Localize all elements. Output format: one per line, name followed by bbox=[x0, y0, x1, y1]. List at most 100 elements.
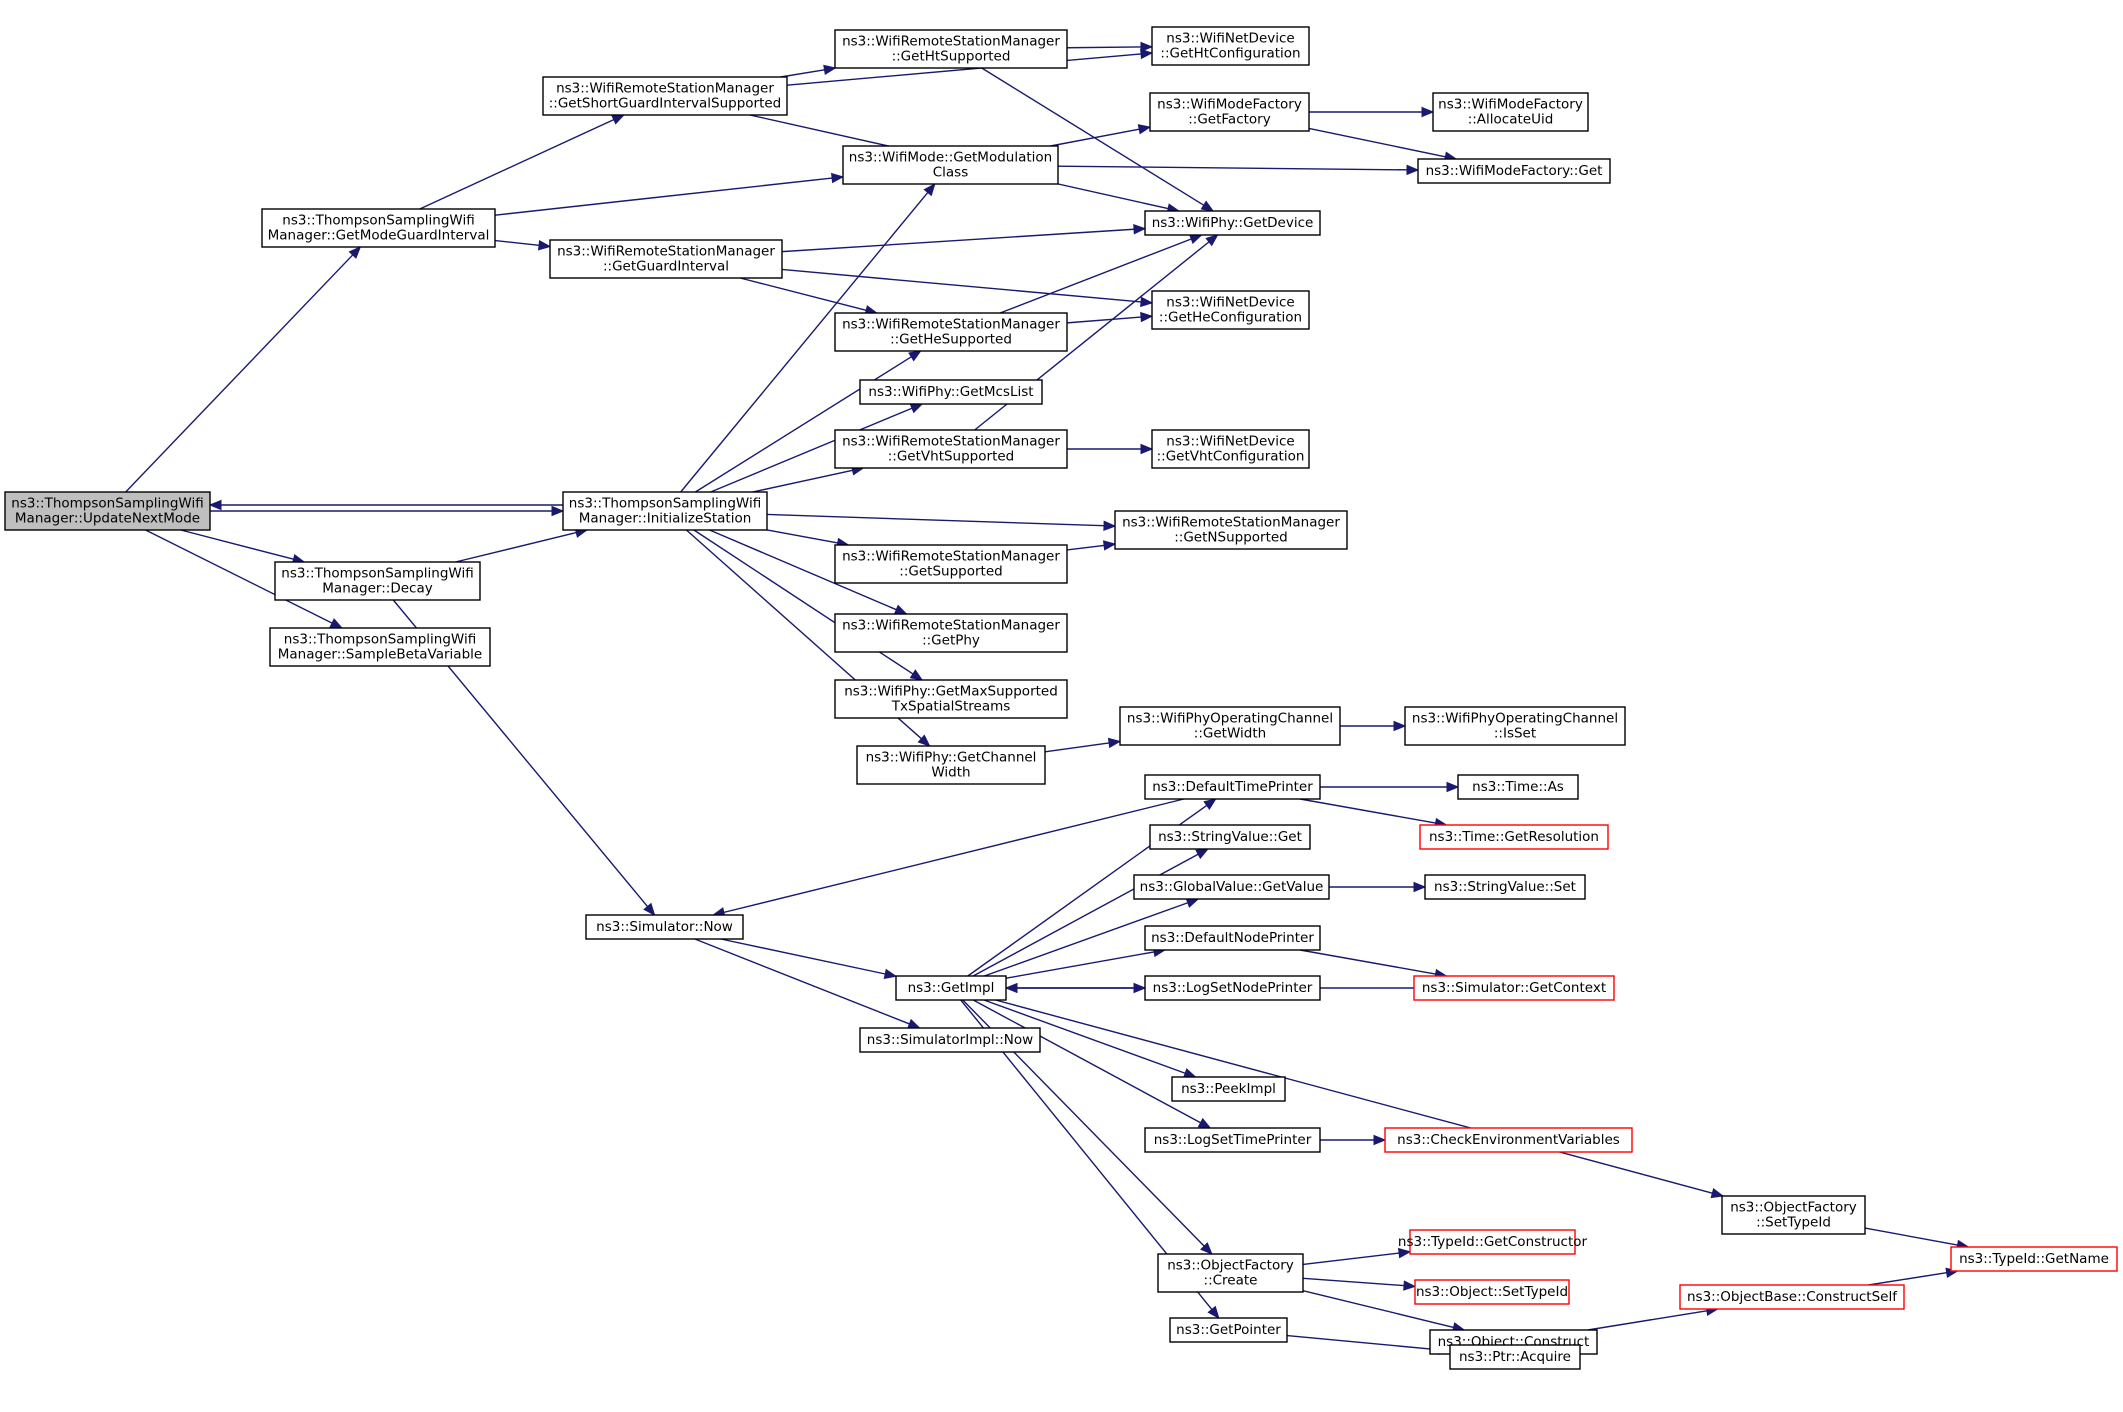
function-node[interactable]: ns3::WifiNetDevice::GetHeConfiguration bbox=[1151, 290, 1310, 330]
node-box bbox=[1384, 1127, 1633, 1153]
function-node[interactable]: ns3::WifiPhy::GetMaxSupportedTxSpatialSt… bbox=[834, 679, 1068, 719]
node-label: ns3::TypeId::GetName bbox=[1959, 1251, 2109, 1267]
node-box bbox=[542, 76, 788, 116]
function-node[interactable]: ns3::WifiRemoteStationManager::GetSuppor… bbox=[834, 544, 1068, 584]
function-node[interactable]: ns3::WifiRemoteStationManager::GetShortG… bbox=[542, 76, 788, 116]
arrowhead-n10-n5 bbox=[1133, 224, 1147, 235]
function-node[interactable]: ns3::WifiPhy::GetDevice bbox=[1144, 210, 1321, 236]
function-node[interactable]: ns3::WifiRemoteStationManager::GetGuardI… bbox=[549, 239, 783, 279]
node-box bbox=[1171, 1076, 1286, 1102]
function-node[interactable]: ns3::WifiNetDevice::GetHtConfiguration bbox=[1151, 26, 1310, 66]
node-label: Manager::UpdateNextMode bbox=[15, 511, 200, 527]
node-box bbox=[4, 491, 211, 531]
arrowhead-n27-n41 bbox=[1710, 1187, 1725, 1199]
function-node[interactable]: ns3::CheckEnvironmentVariables bbox=[1384, 1127, 1633, 1153]
function-node[interactable]: ns3::LogSetTimePrinter bbox=[1144, 1127, 1321, 1153]
arrowhead-n11-n12 bbox=[1140, 311, 1154, 323]
function-node[interactable]: ns3::DefaultNodePrinter bbox=[1144, 925, 1321, 951]
arrowhead-n0-n13 bbox=[551, 505, 565, 517]
arrowhead-n6-n7 bbox=[1137, 124, 1152, 135]
function-node[interactable]: ns3::Simulator::GetContext bbox=[1413, 975, 1615, 1001]
edge-n15-n5 bbox=[974, 241, 1210, 431]
function-node[interactable]: ns3::GetPointer bbox=[1169, 1317, 1288, 1343]
node-label: ns3::WifiPhy::GetMaxSupported bbox=[844, 684, 1058, 700]
node-label: ns3::ObjectFactory bbox=[1167, 1258, 1294, 1274]
function-node[interactable]: ns3::SimulatorImpl::Now bbox=[859, 1027, 1041, 1053]
edge-n48-n49 bbox=[1286, 1334, 1440, 1351]
function-node[interactable]: ns3::TypeId::GetConstructor bbox=[1398, 1229, 1588, 1255]
edge-n2-n3 bbox=[780, 69, 825, 78]
node-label: Manager::InitializeStation bbox=[579, 511, 752, 527]
function-node[interactable]: ns3::WifiModeFactory::GetFactory bbox=[1149, 92, 1310, 132]
function-node[interactable]: ns3::WifiRemoteStationManager::GetHeSupp… bbox=[834, 312, 1068, 352]
function-node[interactable]: ns3::WifiNetDevice::GetVhtConfiguration bbox=[1151, 429, 1310, 469]
node-label: Class bbox=[933, 165, 969, 181]
node-box bbox=[859, 379, 1043, 405]
function-node[interactable]: ns3::WifiModeFactory::AllocateUid bbox=[1432, 92, 1589, 132]
arrowhead-n43-n45 bbox=[1403, 1280, 1417, 1291]
edge-n29-n31 bbox=[1299, 798, 1436, 824]
function-node[interactable]: ns3::WifiRemoteStationManager::GetHtSupp… bbox=[834, 29, 1068, 69]
arrowhead-n27-n33 bbox=[1185, 897, 1200, 908]
function-node[interactable]: ns3::WifiRemoteStationManager::GetPhy bbox=[834, 613, 1068, 653]
function-node[interactable]: ns3::StringValue::Get bbox=[1149, 824, 1311, 850]
node-box bbox=[859, 1027, 1041, 1053]
function-node[interactable]: ns3::WifiPhy::GetMcsList bbox=[859, 379, 1043, 405]
function-node[interactable]: ns3::GetImpl bbox=[895, 975, 1007, 1001]
function-node[interactable]: ns3::Simulator::Now bbox=[585, 914, 744, 940]
arrowhead-n3-n5 bbox=[1200, 200, 1215, 212]
node-label: ns3::WifiPhyOperatingChannel bbox=[1127, 711, 1333, 727]
function-node[interactable]: ns3::ThompsonSamplingWifiManager::Initia… bbox=[562, 491, 768, 531]
arrowhead-n13-n11 bbox=[908, 350, 922, 362]
function-node[interactable]: ns3::ThompsonSamplingWifiManager::GetMod… bbox=[261, 208, 496, 248]
function-node[interactable]: ns3::ObjectBase::ConstructSelf bbox=[1679, 1284, 1905, 1310]
function-node[interactable]: ns3::TypeId::GetName bbox=[1950, 1246, 2118, 1272]
arrowhead-n10-n12 bbox=[1140, 296, 1154, 308]
edge-n11-n12 bbox=[1066, 316, 1142, 324]
function-node[interactable]: ns3::DefaultTimePrinter bbox=[1144, 774, 1321, 800]
edge-n13-n19 bbox=[709, 529, 897, 611]
function-node[interactable]: ns3::WifiRemoteStationManager::GetNSuppo… bbox=[1114, 510, 1348, 550]
edge-n0-n1 bbox=[125, 254, 354, 493]
function-node[interactable]: ns3::StringValue::Set bbox=[1424, 874, 1586, 900]
node-label: ns3::Simulator::Now bbox=[596, 919, 733, 935]
function-node[interactable]: ns3::Time::GetResolution bbox=[1419, 824, 1609, 850]
node-label: ::GetWidth bbox=[1194, 726, 1266, 742]
edge-n1-n2 bbox=[419, 118, 615, 210]
node-label: ns3::WifiModeFactory::Get bbox=[1426, 163, 1603, 179]
node-box bbox=[562, 491, 768, 531]
node-label: ns3::ThompsonSamplingWifi bbox=[281, 566, 473, 582]
function-node[interactable]: ns3::Ptr::Acquire bbox=[1449, 1344, 1581, 1370]
function-node[interactable]: ns3::WifiRemoteStationManager::GetVhtSup… bbox=[834, 429, 1068, 469]
edge-n43-n44 bbox=[1302, 1252, 1400, 1266]
function-node[interactable]: ns3::ThompsonSamplingWifiManager::Update… bbox=[4, 491, 211, 531]
function-node[interactable]: ns3::WifiPhyOperatingChannel::IsSet bbox=[1404, 706, 1626, 746]
function-node[interactable]: ns3::WifiModeFactory::Get bbox=[1417, 158, 1611, 184]
node-box bbox=[1419, 824, 1609, 850]
node-box bbox=[834, 544, 1068, 584]
edge-n6-n7 bbox=[1050, 128, 1140, 147]
function-node[interactable]: ns3::ThompsonSamplingWifiManager::Sample… bbox=[269, 627, 491, 667]
call-edges bbox=[125, 41, 1970, 1356]
function-node[interactable]: ns3::Time::As bbox=[1457, 774, 1579, 800]
node-box bbox=[1404, 706, 1626, 746]
node-label: ns3::ObjectFactory bbox=[1730, 1200, 1857, 1216]
function-node[interactable]: ns3::PeekImpl bbox=[1171, 1076, 1286, 1102]
node-box bbox=[1414, 1279, 1570, 1305]
function-node[interactable]: ns3::WifiPhyOperatingChannel::GetWidth bbox=[1119, 706, 1341, 746]
function-node[interactable]: ns3::ObjectFactory::SetTypeId bbox=[1721, 1195, 1866, 1235]
node-box bbox=[1144, 975, 1321, 1001]
node-label: ns3::ObjectBase::ConstructSelf bbox=[1687, 1289, 1898, 1305]
function-node[interactable]: ns3::LogSetNodePrinter bbox=[1144, 975, 1321, 1001]
node-label: ns3::SimulatorImpl::Now bbox=[867, 1032, 1033, 1048]
function-node[interactable]: ns3::ObjectFactory::Create bbox=[1157, 1253, 1304, 1293]
arrowhead-n43-n44 bbox=[1397, 1247, 1412, 1259]
function-node[interactable]: ns3::Object::SetTypeId bbox=[1414, 1279, 1570, 1305]
function-node[interactable]: ns3::GlobalValue::GetValue bbox=[1133, 874, 1330, 900]
node-label: ::GetSupported bbox=[899, 564, 1002, 580]
node-box bbox=[274, 561, 481, 601]
node-box bbox=[1157, 1253, 1304, 1293]
